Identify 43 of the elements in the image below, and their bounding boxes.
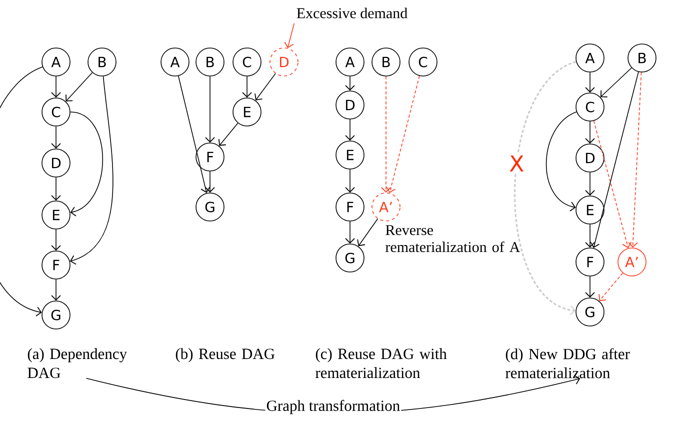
arrow [628,72,642,248]
caption: (a) Dependency DAG [28,348,127,378]
arrow [51,177,61,201]
arrow [345,169,355,193]
arrow [585,276,595,298]
caption: (c) Reuse DAG with rematerialization [316,348,447,378]
arrow [600,67,632,98]
arrow [284,22,295,48]
arrow [585,72,595,93]
arrow [0,66,43,316]
annotation: Reverse rematerialization of A [386,225,520,252]
arrow [345,119,355,141]
arrow [51,126,61,149]
arrow [65,72,93,102]
arrow [345,76,355,91]
caption: (d) New DDG after rematerialization [506,348,630,378]
arrow [70,112,104,216]
arrow [345,220,355,244]
arrow [218,122,238,146]
arrow [178,76,210,193]
arrow [386,76,420,194]
arrow [585,224,595,248]
arrow [51,228,61,251]
arrow [242,76,252,98]
arrow [598,272,624,301]
arrow [546,112,577,212]
arrow [593,120,632,248]
arrow [585,121,595,144]
edge-label: X [510,155,524,172]
arrow [357,218,378,246]
arrow [70,76,114,265]
arrow [254,73,276,100]
arrow [205,171,215,193]
caption: (b) Reuse DAG [176,348,275,362]
arrow [585,172,595,196]
annotation: Excessive demand [296,8,408,18]
arrow [205,76,215,143]
arrow [51,279,61,301]
edge-label: Graph transformation [266,400,400,414]
arrow [381,76,391,193]
arrow [590,72,639,248]
arrow [514,61,576,316]
arrow [51,76,61,98]
